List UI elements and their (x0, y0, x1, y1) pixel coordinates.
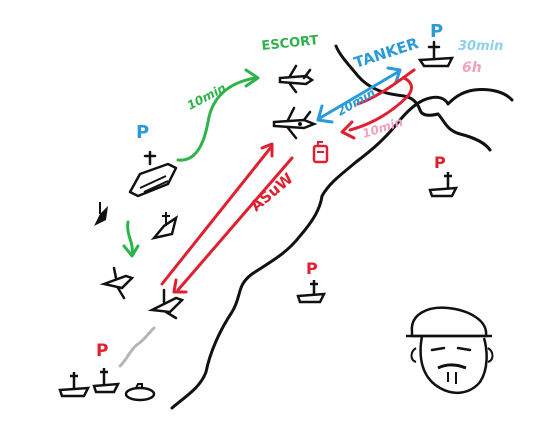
red-asuw-arrowhead-top (260, 142, 274, 158)
asuw-label: ASuW (247, 169, 297, 215)
red-refuel-arrowhead (340, 120, 356, 140)
green-arrowhead (244, 68, 260, 88)
red-asuw-arrow-outer (160, 144, 274, 286)
priority-marker-red-mid: P (306, 259, 318, 278)
blue-arrowhead-bottom (316, 104, 334, 124)
warship-icon (296, 280, 327, 304)
red-refuel-arrow (348, 76, 413, 132)
red-asuw-arrowhead-bottom (172, 278, 188, 294)
admiral-face-icon (406, 306, 494, 395)
priority-marker-red-right: P (434, 153, 446, 172)
warship-icon (94, 202, 108, 226)
tanker-label: TANKER (352, 34, 421, 72)
priority-marker-blue-left: P (136, 122, 149, 143)
coastline-north (334, 44, 492, 152)
tanker-ship-icon (417, 40, 455, 68)
blue-arrowhead-top (386, 66, 402, 84)
time-30min: 30min (458, 39, 503, 54)
coastline (170, 88, 514, 410)
green-route-arrow (176, 76, 258, 162)
aircraft-carrier-icon (128, 150, 178, 198)
time-6h: 6h (462, 60, 482, 76)
warship-icon (150, 212, 178, 241)
time-10min-green: 10min (185, 81, 229, 113)
submarine-icon (124, 383, 156, 402)
warship-icon (92, 368, 121, 394)
time-10min-red: 10min (361, 115, 405, 141)
warship-icon (58, 372, 91, 398)
time-20min-blue: 20min (335, 86, 378, 119)
fighter-jet-icon (278, 64, 315, 94)
warship-icon (428, 172, 459, 198)
red-asuw-arrow-inner (176, 156, 294, 292)
fighter-jet-icon (147, 288, 185, 320)
gray-missile-trail (118, 326, 156, 368)
fuel-icon (312, 141, 329, 164)
priority-marker-blue-top: P (430, 21, 443, 42)
fighter-jet-icon (99, 266, 135, 300)
green-route-down (126, 220, 134, 256)
blue-tanker-arrow (318, 70, 400, 120)
green-arrowhead-down (122, 244, 140, 258)
escort-label: ESCORT (261, 33, 320, 54)
fighter-jet-icon (272, 106, 318, 140)
priority-marker-red-left: P (96, 341, 108, 361)
red-refuel-arrow-2 (356, 68, 416, 106)
